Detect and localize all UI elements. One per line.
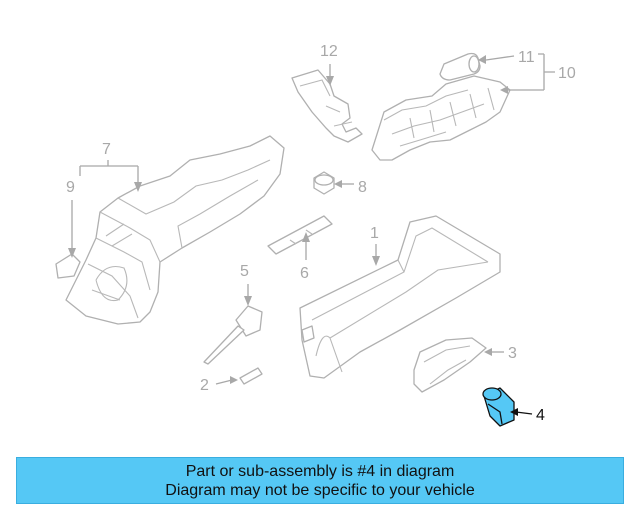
banner-line-part: Part or sub-assembly is #4 in diagram	[185, 462, 455, 480]
part-5-damper[interactable]	[203, 305, 263, 365]
info-banner: Part or sub-assembly is #4 in diagram Di…	[16, 457, 624, 504]
arrow-8	[334, 180, 342, 188]
callout-2: 2	[200, 377, 209, 394]
callout-6: 6	[300, 265, 309, 282]
callout-11: 11	[518, 49, 535, 66]
callout-12: 12	[320, 43, 338, 60]
part-2-pin[interactable]	[239, 367, 263, 385]
leader-4	[515, 411, 533, 415]
callout-8: 8	[358, 179, 367, 196]
leader-7	[79, 160, 139, 184]
callout-5: 5	[240, 263, 249, 280]
arrow-9	[68, 248, 76, 258]
arrow-1	[372, 256, 380, 266]
arrow-2	[230, 376, 238, 384]
callout-1: 1	[370, 225, 379, 242]
part-12-bracket[interactable]	[291, 69, 363, 143]
part-10-handle-housing[interactable]	[371, 75, 511, 161]
arrow-3	[484, 348, 492, 356]
callout-9: 9	[66, 179, 75, 196]
arrow-5	[244, 296, 252, 306]
callout-10: 10	[558, 65, 576, 82]
callout-7: 7	[102, 141, 111, 158]
part-3-latch[interactable]	[413, 337, 487, 393]
arrow-7	[134, 182, 142, 192]
arrow-12	[326, 76, 334, 86]
arrow-4	[510, 408, 518, 416]
part-4-cap-highlighted[interactable]	[482, 387, 515, 427]
part-11-cylinder[interactable]	[439, 52, 481, 81]
part-6-strip[interactable]	[267, 215, 333, 255]
arrow-10	[500, 86, 508, 94]
arrow-11	[478, 55, 486, 64]
callout-3: 3	[508, 345, 517, 362]
part-8-bumper[interactable]	[313, 171, 335, 195]
leader-10	[508, 53, 555, 91]
banner-line-disclaimer: Diagram may not be specific to your vehi…	[165, 481, 475, 499]
part-7-glove-box-frame[interactable]	[55, 135, 285, 325]
leader-11	[485, 55, 515, 61]
part-1-glove-box[interactable]	[299, 215, 501, 379]
callout-4: 4	[536, 407, 545, 424]
arrow-6	[302, 232, 310, 242]
leader-2	[215, 379, 233, 385]
